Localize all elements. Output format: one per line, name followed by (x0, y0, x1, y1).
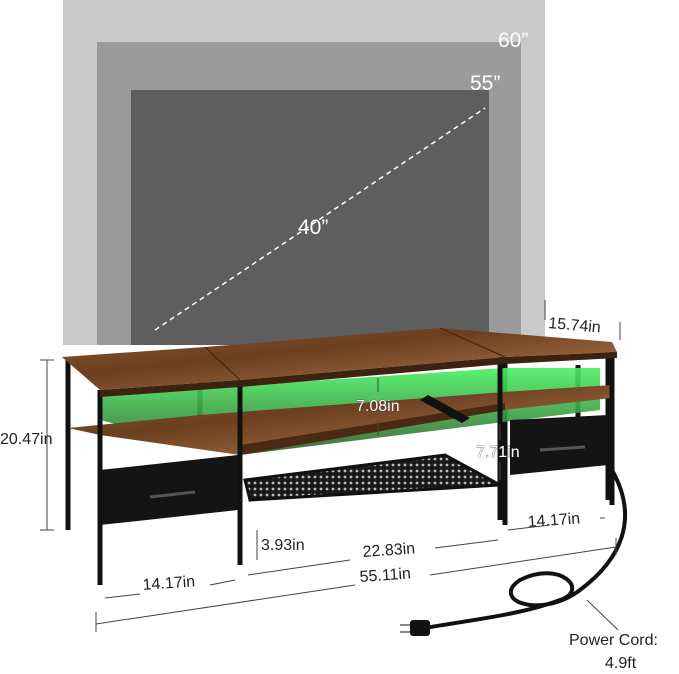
tv-40-label: 40” (298, 216, 328, 239)
mesh-clearance-label: 7.71in (476, 444, 520, 461)
depth-label: 15.74in (548, 315, 602, 337)
middle-shelf (68, 385, 612, 455)
table-top (62, 328, 617, 390)
tv-55-label: 55” (470, 72, 500, 95)
tv-60-label: 60” (498, 29, 528, 52)
total-width-label: 55.11in (359, 565, 411, 586)
mesh-shelf (243, 453, 506, 502)
dimension-lines (40, 300, 621, 632)
power-cord (424, 469, 628, 630)
right-drawer-width-label: 14.17in (527, 510, 581, 531)
open-shelf-height-label: 7.08in (356, 398, 400, 415)
power-cord-label: Power Cord: (569, 632, 658, 649)
middle-width-label: 22.83in (362, 540, 416, 561)
left-drawer (100, 455, 238, 525)
tv-40-outline (131, 90, 489, 345)
plug-icon (400, 620, 430, 636)
power-strip (420, 395, 470, 423)
right-drawer-handle (539, 445, 586, 452)
right-drawer (510, 415, 608, 475)
height-label: 20.47in (0, 431, 53, 448)
tv-stand (62, 327, 617, 585)
power-cord-length: 4.9ft (605, 655, 637, 672)
tv-diagonal-line (154, 107, 486, 331)
leg-height-label: 3.93in (261, 537, 305, 554)
power-cord-leader (586, 599, 619, 631)
left-drawer-handle (149, 490, 196, 499)
left-drawer-width-label: 14.17in (142, 573, 196, 594)
